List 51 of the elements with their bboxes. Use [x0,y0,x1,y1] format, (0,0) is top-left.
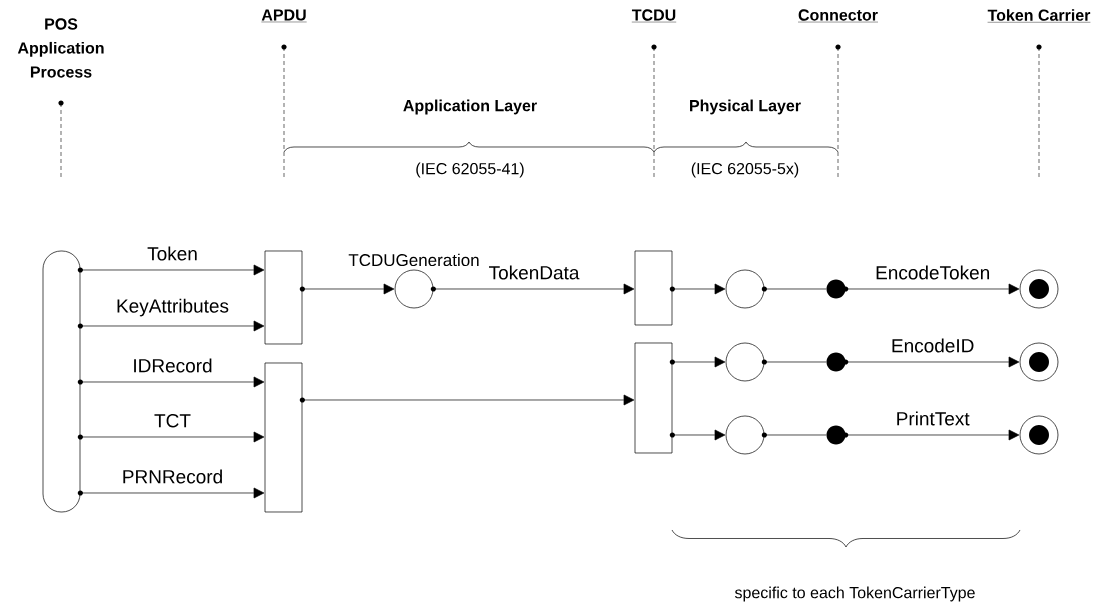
arrow [845,356,1020,368]
arrow [80,320,265,332]
arrow [80,376,265,388]
arrow [672,429,726,441]
arrow [672,356,726,368]
edge-label: EncodeID [892,338,974,353]
message-box [634,250,675,326]
arrow [302,283,395,295]
arrow [302,394,635,406]
layer-label: Application Layer [403,99,537,115]
edge-label: Token [147,246,197,261]
column-heading: POS Application Process [17,18,104,78]
arrow [80,264,265,276]
state-circle [725,269,767,309]
node-label: TCDUGeneration [348,253,479,267]
edge-label: PrintText [897,411,970,426]
message-box [634,342,675,454]
column-heading: Connector [797,9,879,23]
arrow [845,283,1020,295]
arrow [80,487,265,499]
connector-line [764,434,827,436]
filled-dot [826,425,849,445]
connector-line [764,361,827,363]
filled-dot [826,279,849,299]
edge-label: TCT [154,414,191,428]
arrow [433,283,635,295]
connector-line [764,288,827,290]
arrow [672,283,726,295]
edge-label: TokenData [489,265,580,280]
end-state [1019,415,1059,455]
message-box [264,362,305,513]
note: (IEC 62055-5x) [691,162,799,178]
arrow [845,429,1020,441]
message-box [264,250,305,345]
edge-label: EncodeToken [876,265,989,280]
note: (IEC 62055-41) [416,162,524,178]
end-state [1019,342,1059,382]
end-state [1019,269,1059,309]
column-heading: APDU [261,9,307,23]
filled-dot [826,352,849,372]
column-heading: Token Carrier [987,9,1091,23]
layer-label: Physical Layer [690,99,801,115]
state-circle [725,342,767,382]
arrow [80,431,265,443]
note: specific to each TokenCarrierType [734,586,975,602]
actor-box [42,250,83,513]
state-circle [725,415,767,455]
edge-label: IDRecord [134,358,212,373]
edge-label: KeyAttributes [117,298,229,317]
column-heading: TCDU [631,9,677,23]
edge-label: PRNRecord [123,469,222,484]
